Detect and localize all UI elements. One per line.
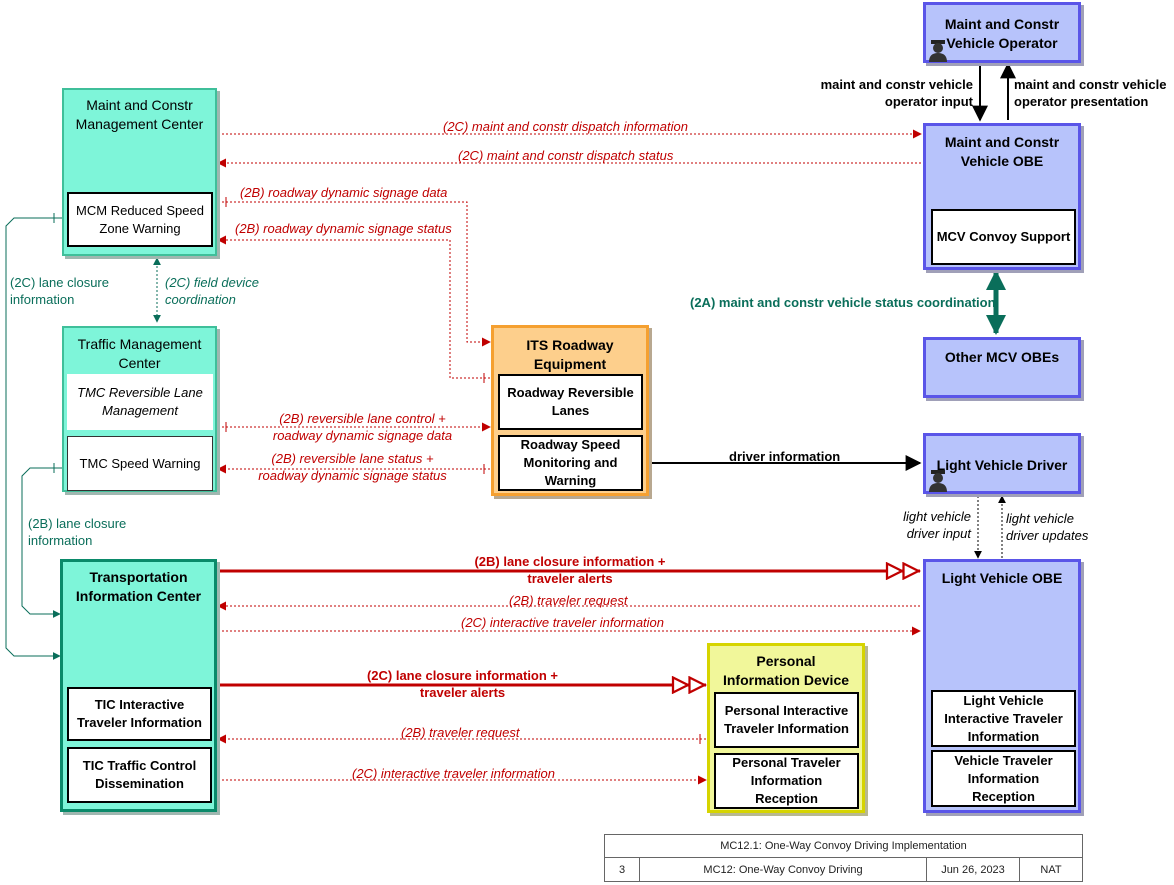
title-block-package: MC12: One-Way Convoy Driving <box>639 857 927 882</box>
flow-label: (2B) roadway dynamic signage data <box>240 185 448 200</box>
flow-line <box>5 217 64 660</box>
flow-label: (2B) reversible lane control +roadway dy… <box>272 411 453 443</box>
flow-label: (2C) interactive traveler information <box>352 766 556 781</box>
other-mcv-obes-title: Other MCV OBEs <box>944 349 1060 365</box>
flow-label: (2C) lane closure information +traveler … <box>366 668 559 700</box>
flow-label: (2B) roadway dynamic signage status <box>235 221 452 236</box>
flow-label: (2A) maint and constr vehicle status coo… <box>690 295 996 310</box>
flow-line <box>218 201 491 347</box>
title-block-title: MC12.1: One-Way Convoy Driving Implement… <box>604 834 1083 858</box>
light-vehicle-driver-title: Light Vehicle Driver <box>936 457 1068 473</box>
flow-line <box>217 235 490 379</box>
flow-label: (2B) traveler request <box>509 593 628 608</box>
person-icon <box>929 40 947 62</box>
mcv-convoy-support: MCV Convoy Support <box>931 209 1076 265</box>
person-icon <box>929 470 947 492</box>
light-vehicle-driver-node: Light Vehicle Driver <box>923 433 1081 494</box>
flow-label: driver information <box>729 449 841 464</box>
title-block-scope: NAT <box>1019 857 1083 882</box>
flow-label: (2B) reversible lane status +roadway dyn… <box>258 451 447 483</box>
flow-label: (2C) interactive traveler information <box>461 615 665 630</box>
flow-line <box>21 467 64 618</box>
title-block-page: 3 <box>604 857 640 882</box>
other-mcv-obes-node: Other MCV OBEs <box>923 337 1081 398</box>
flow-label: (2C) maint and constr dispatch status <box>458 148 674 163</box>
flow-label: (2B) lane closure information +traveler … <box>474 554 666 586</box>
title-block-date: Jun 26, 2023 <box>926 857 1020 882</box>
flow-label: (2B) traveler request <box>401 725 520 740</box>
light-vehicle-obe-title: Light Vehicle OBE <box>941 570 1063 586</box>
flow-label: (2C) maint and constr dispatch informati… <box>443 119 688 134</box>
tmc-speed-warning: TMC Speed Warning <box>67 436 213 491</box>
